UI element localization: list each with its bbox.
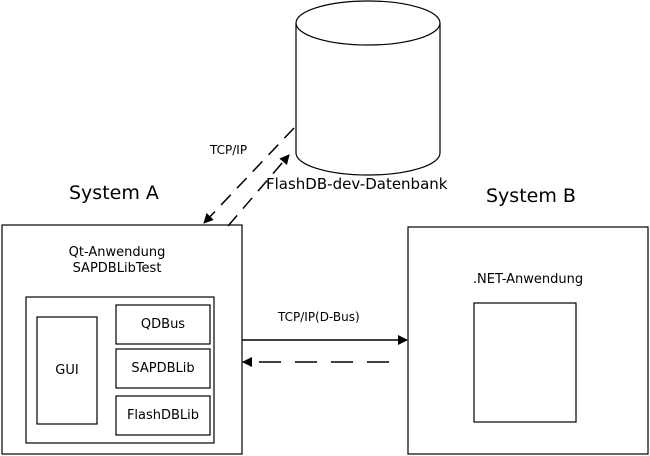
app-line2: SAPDBLibTest — [72, 261, 162, 276]
component-container — [25, 296, 215, 444]
gui-label: GUI — [55, 363, 79, 378]
system-b-title: System B — [486, 185, 576, 207]
qdbus-box — [115, 304, 211, 345]
dotnet-inner-box — [473, 302, 577, 423]
sapdblib-box — [115, 348, 211, 389]
app-line1: Qt-Anwendung — [68, 245, 166, 260]
system-a-title: System A — [69, 182, 159, 204]
sapdblib-label: SAPDBLib — [131, 361, 195, 376]
dotnet-app-label: .NET-Anwendung — [472, 272, 584, 287]
qdbus-label: QDBus — [140, 317, 186, 332]
database-label: FlashDB-dev-Datenbank — [266, 175, 448, 193]
gui-box — [36, 316, 98, 425]
system-b-box — [407, 226, 649, 455]
arrow-system-a-to-db — [227, 154, 290, 227]
database-cylinder — [295, 0, 441, 176]
ab-link-label: TCP/IP(D-Bus) — [278, 310, 360, 324]
db-link-label: TCP/IP — [210, 143, 248, 157]
flashdblib-box — [115, 395, 211, 436]
flashdblib-label: FlashDBLib — [126, 408, 200, 423]
